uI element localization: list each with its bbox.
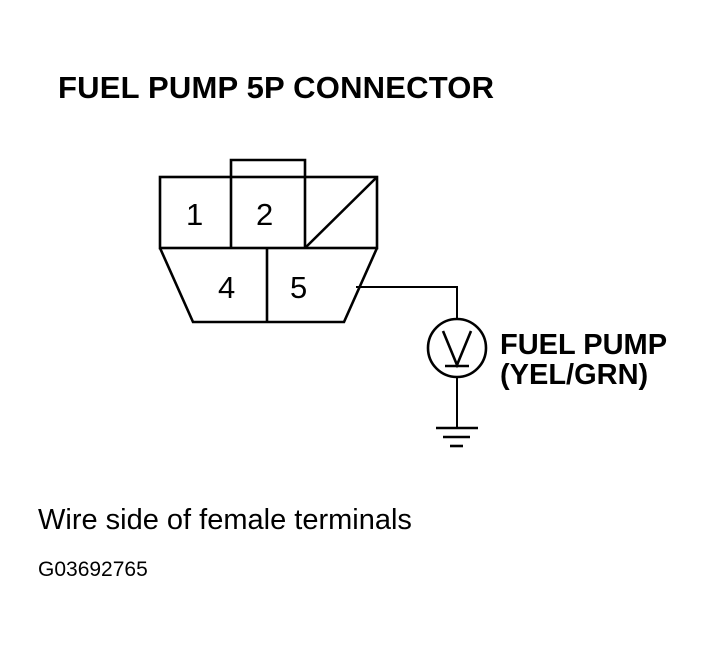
connector-lock-tab: [229, 158, 307, 177]
figure-code: G03692765: [38, 558, 148, 581]
connector-bottom-row: [158, 247, 379, 324]
pin-label-5: 5: [290, 270, 307, 305]
fuel-pump-label: FUEL PUMP (YEL/GRN): [500, 330, 667, 390]
pin-label-2: 2: [256, 197, 273, 232]
pin-label-1: 1: [186, 197, 203, 232]
blank-cavity-mark: [304, 176, 378, 249]
pump-arrow: [441, 330, 473, 369]
fuel-pump-symbol: [426, 317, 488, 379]
diagram-title: FUEL PUMP 5P CONNECTOR: [58, 70, 495, 105]
fuel-pump-name: FUEL PUMP: [500, 329, 668, 361]
ground-icon: [436, 426, 478, 448]
pin-label-4: 4: [218, 270, 235, 305]
wire-color-label: (YEL/GRN): [500, 359, 649, 391]
wire-yel-grn: [356, 286, 458, 320]
connector-5p: [158, 158, 379, 324]
connector-top-row: [158, 175, 379, 250]
caption: Wire side of female terminals: [38, 504, 412, 536]
